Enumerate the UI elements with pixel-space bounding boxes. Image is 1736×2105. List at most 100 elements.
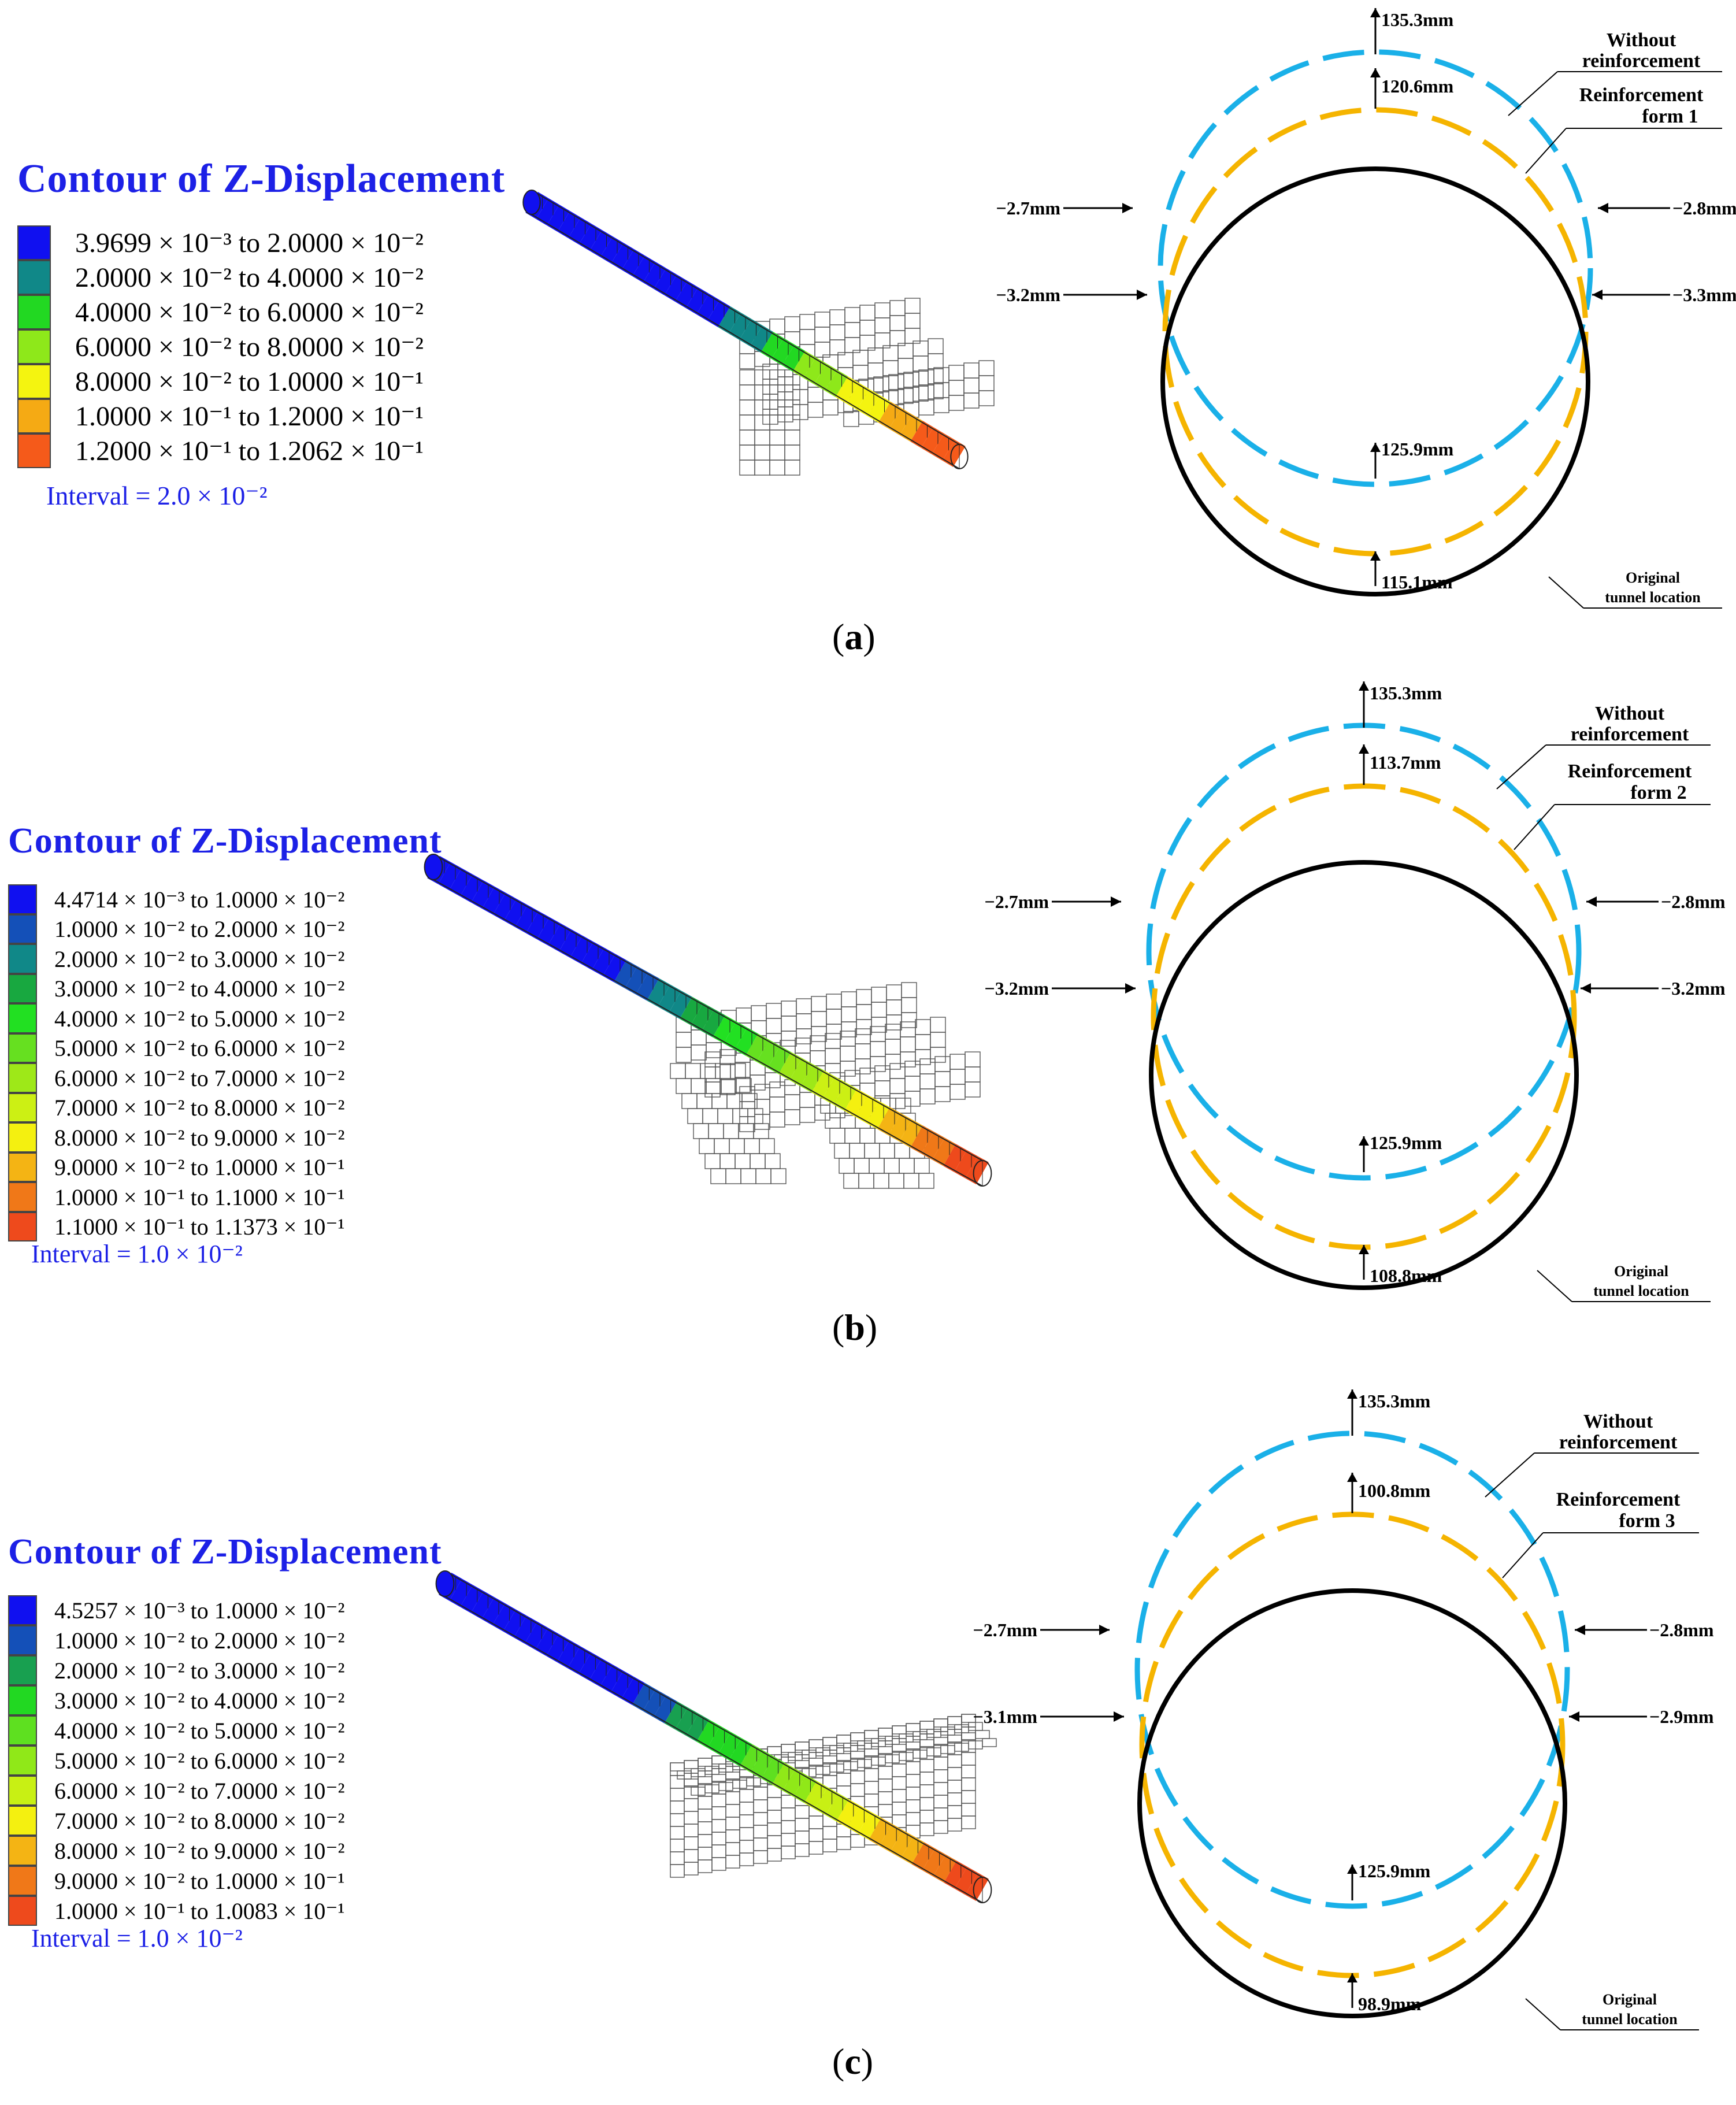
mesh-cell — [704, 1153, 721, 1169]
mesh-cell — [892, 1789, 907, 1803]
bottom-without-value: 125.9mm — [1358, 1861, 1431, 1881]
mesh-cell — [975, 1730, 990, 1739]
mesh-cell — [711, 1806, 726, 1820]
mesh-cell — [792, 404, 808, 420]
mesh-cell — [754, 414, 770, 431]
mesh-cell — [889, 1093, 906, 1109]
pipe-segment — [515, 905, 539, 933]
mesh-cell — [811, 1011, 827, 1027]
mesh-cell — [719, 1064, 736, 1080]
mesh-cell — [841, 1006, 857, 1022]
mesh-cell — [811, 1026, 827, 1042]
mesh-cell — [829, 324, 845, 340]
mesh-cell — [799, 1092, 815, 1108]
mesh-cell — [781, 1031, 797, 1047]
pipe-segment — [643, 261, 666, 290]
right-inner-arrow-head — [1592, 290, 1603, 300]
pipe-segment — [504, 898, 528, 928]
mesh-cell — [961, 1777, 976, 1791]
mesh-cell — [919, 1784, 934, 1798]
label-without-leader — [1508, 71, 1558, 116]
mesh-cell — [844, 322, 860, 338]
label-without-line1: Without — [1607, 29, 1676, 51]
label-original-line1: Original — [1603, 1991, 1657, 2008]
right-inner-value: −3.3mm — [1672, 284, 1736, 305]
mesh-cell — [684, 1849, 699, 1863]
mesh-cell — [933, 397, 949, 413]
mesh-cell — [852, 365, 869, 381]
label-original-leader — [1525, 1998, 1561, 2030]
mesh-cell — [750, 1153, 766, 1169]
mesh-cell — [708, 1123, 724, 1139]
mesh-cell — [795, 1843, 810, 1857]
pipe-segment — [567, 1646, 591, 1674]
pipe-segment — [833, 1082, 857, 1111]
mesh-cell — [784, 444, 800, 461]
mesh-cell — [912, 386, 929, 402]
legend-range-label: 3.9699 × 10⁻³ to 2.0000 × 10⁻² — [75, 228, 424, 259]
mesh-cell — [901, 997, 917, 1013]
mesh-cell — [766, 1018, 782, 1034]
pipe-segment — [814, 363, 837, 391]
mesh-cell — [822, 399, 839, 416]
mesh-cell — [841, 991, 857, 1007]
model-svg — [522, 190, 995, 476]
mesh-cell — [886, 999, 902, 1016]
mesh-cell — [784, 459, 800, 476]
mesh-cell — [721, 1078, 737, 1094]
pipe-segment — [526, 911, 550, 940]
mesh-cell — [840, 1061, 856, 1077]
legend-range-label: 5.0000 × 10⁻² to 6.0000 × 10⁻² — [54, 1035, 345, 1062]
legend-range-label: 2.0000 × 10⁻² to 3.0000 × 10⁻² — [54, 1658, 345, 1684]
mesh-cell — [928, 353, 944, 369]
pipe-segment — [932, 433, 955, 461]
mesh-cell — [784, 429, 800, 446]
pipe-segment — [792, 350, 816, 379]
mesh-cell — [915, 1049, 931, 1065]
top-without-value: 135.3mm — [1370, 683, 1442, 703]
pipe-segment — [643, 1689, 666, 1718]
mesh-cell — [829, 1128, 845, 1144]
mesh-cell — [870, 1026, 886, 1042]
mesh-cell — [947, 1792, 962, 1806]
mesh-cell — [841, 1021, 857, 1037]
legend-range-label: 2.0000 × 10⁻² to 4.0000 × 10⁻² — [75, 262, 424, 294]
mesh-cell — [691, 1078, 707, 1094]
mesh-cell — [850, 1783, 865, 1797]
mesh-cell — [725, 1855, 740, 1869]
left-inner-value: −3.1mm — [973, 1706, 1037, 1727]
pipe-segment — [771, 338, 795, 366]
pipe-segment — [636, 972, 659, 1001]
legend-range-label: 1.1000 × 10⁻¹ to 1.1373 × 10⁻¹ — [54, 1214, 345, 1240]
pipe-segment — [664, 1701, 688, 1730]
legend-range-label: 4.5257 × 10⁻³ to 1.0000 × 10⁻² — [54, 1598, 345, 1624]
mesh-cell — [739, 399, 755, 416]
mesh-cell — [855, 1058, 871, 1074]
mesh-cell — [799, 314, 815, 330]
mesh-cell — [811, 996, 827, 1012]
mesh-cell — [796, 998, 812, 1014]
mesh-cell — [781, 1000, 797, 1017]
mesh-cell — [769, 369, 785, 386]
label-reinforcement-leader — [1525, 128, 1567, 174]
pipe-segment — [557, 1640, 581, 1669]
mesh-cell — [777, 391, 793, 407]
mesh-cell — [753, 1799, 768, 1813]
tunnel-pipe — [522, 190, 969, 469]
without-reinforcement-circle — [1158, 49, 1593, 487]
mesh-cell — [869, 1158, 885, 1174]
pipe-end-cap — [973, 1160, 992, 1187]
label-original-leader — [1537, 1270, 1572, 1302]
mesh-cell — [829, 309, 845, 325]
pipe-segment — [921, 427, 944, 455]
left-inner-arrow-head — [1137, 290, 1147, 300]
mesh-cell — [717, 1108, 733, 1124]
mesh-cell — [885, 1039, 901, 1055]
mesh-cell — [700, 1063, 716, 1079]
mesh-cell — [965, 1081, 981, 1098]
mesh-cell — [739, 1827, 754, 1841]
top-reinforced-value: 120.6mm — [1381, 76, 1454, 97]
top-reinforced-arrow-head — [1359, 744, 1369, 754]
label-original-line2: tunnel location — [1593, 1283, 1689, 1299]
pipe-segment — [535, 1628, 559, 1656]
